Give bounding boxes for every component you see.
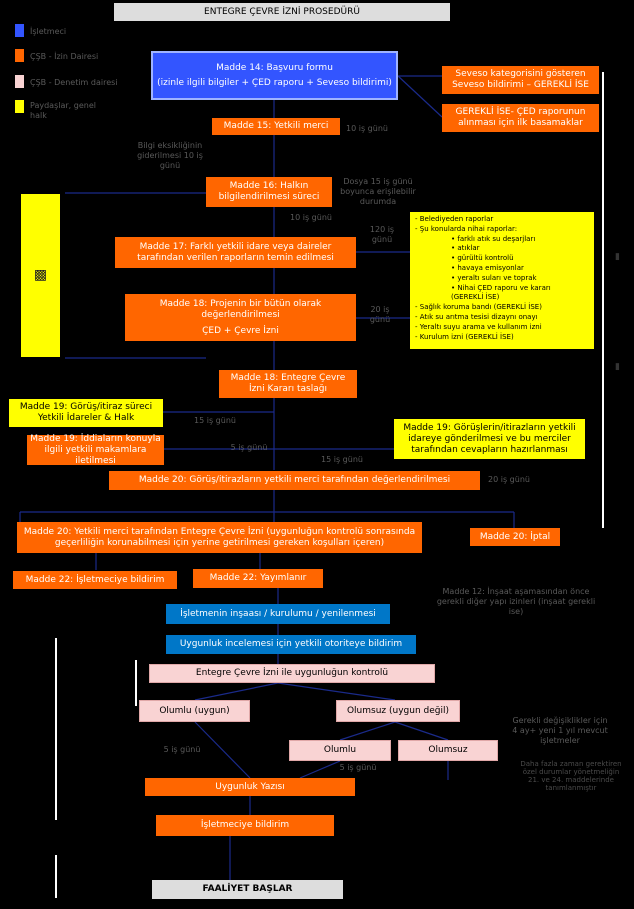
conformity-check-box: Entegre Çevre İzni ile uygunluğun kontro… <box>149 664 435 683</box>
legend-label-operator: İşletmeci <box>30 27 67 36</box>
reports-list-item: - Kurulum izni (GEREKLİ İSE) <box>415 332 514 341</box>
legend-swatch-inspection-dept <box>15 75 24 88</box>
madde-17-box: Madde 17: Farklı yetkili idare veya dair… <box>115 237 356 268</box>
madde-18-assessment-title: Madde 18: Projenin bir bütün olarak değe… <box>159 298 322 320</box>
reports-list-item: • Nihai ÇED raporu ve kararı <box>451 283 551 292</box>
label-10-days-b: 10 iş günü <box>290 213 332 222</box>
reports-list-item: • farklı atık su deşarjları <box>451 234 536 243</box>
label-120-days: 120 iş günü <box>369 225 395 244</box>
madde-19-objection-box: Madde 19: Görüş/itiraz süreci Yetkili İd… <box>9 399 163 427</box>
reports-list-item: - Şu konularda nihai raporlar: <box>415 224 518 233</box>
stakeholder-bar: ▩ <box>21 194 60 357</box>
ced-first-steps-box: GEREKLİ İSE- ÇED raporunun alınması için… <box>442 104 599 132</box>
label-20-days: 20 iş günü <box>369 305 391 324</box>
legend-label-stakeholders: Paydaşlar, genel halk <box>30 101 96 120</box>
legend-label-permit-dept: ÇŞB - İzin Dairesi <box>30 52 99 61</box>
label-15-days-a: 15 iş günü <box>194 416 236 425</box>
madde-20-permit-box: Madde 20: Yetkili merci tarafından Enteg… <box>17 522 422 553</box>
madde-16-box: Madde 16: Halkın bilgilendirilmesi sürec… <box>206 177 332 207</box>
reports-list-item: • havaya emisyonlar <box>451 263 524 272</box>
reports-list-item: (GEREKLİ İSE) <box>451 293 500 302</box>
reports-list: - Belediyeden raporlar - Şu konularda ni… <box>410 212 594 349</box>
construction-box: İşletmenin inşaası / kurulumu / yenilenm… <box>166 604 390 624</box>
legend-label-inspection-dept: ÇŞB - Denetim dairesi <box>30 78 118 87</box>
label-5-days-a: 5 iş günü <box>230 443 268 452</box>
conformity-notice-box: Uygunluk incelemesi için yetkili otorite… <box>166 635 416 654</box>
madde-14-box: Madde 14: Başvuru formu (izinle ilgili b… <box>151 51 398 100</box>
reports-list-item: - Yeraltı suyu arama ve kullanım izni <box>415 322 542 331</box>
madde-19-forward-box: Madde 19: İddiaların konuyla ilgili yetk… <box>27 434 164 466</box>
label-missing-info: Bilgi eksikliğinin giderilmesi 10 iş gün… <box>137 141 203 170</box>
label-file-available: Dosya 15 iş günü boyunca erişilebilir du… <box>340 177 416 206</box>
label-20-days-b: 20 iş günü <box>488 475 530 484</box>
reports-list-item: - Atık su arıtma tesisi dizaynı onayı <box>415 312 538 321</box>
right-side-icon-top: ▮ <box>615 252 620 262</box>
reports-list-item: - Belediyeden raporlar <box>415 215 494 223</box>
reports-list-item: • gürültü kontrolü <box>451 254 514 263</box>
madde-18-assessment-detail: ÇED + Çevre İzni <box>202 325 279 336</box>
madde-20-cancel-box: Madde 20: İptal <box>470 528 560 546</box>
operator-notify-box: İşletmeciye bildirim <box>156 815 334 836</box>
label-5-days-c: 5 iş günü <box>339 763 377 772</box>
label-5-days-b: 5 iş günü <box>163 745 201 754</box>
madde-22-notify-box: Madde 22: İşletmeciye bildirim <box>13 571 177 589</box>
seveso-box: Seveso kategorisini gösteren Seveso bild… <box>442 66 599 94</box>
negative-recheck-box: Olumsuz <box>398 740 498 761</box>
reports-list-item: • atıklar <box>451 244 480 253</box>
madde-20-evaluation-box: Madde 20: Görüş/itirazların yetkili merc… <box>109 471 480 490</box>
legend-swatch-stakeholders <box>15 100 24 113</box>
madde-18-assessment-box: Madde 18: Projenin bir bütün olarak değe… <box>125 294 356 341</box>
madde-22-publish-box: Madde 22: Yayımlanır <box>193 569 323 588</box>
positive-result-box: Olumlu (uygun) <box>139 700 250 722</box>
operation-starts-box: FAALİYET BAŞLAR <box>152 880 343 899</box>
legend-swatch-permit-dept <box>15 49 24 62</box>
madde-15-box: Madde 15: Yetkili merci <box>212 118 340 135</box>
positive-recheck-box: Olumlu <box>289 740 391 761</box>
right-side-icon-bottom: ▮ <box>615 362 620 372</box>
label-10-days: 10 iş günü <box>346 124 388 133</box>
madde-14-title: Madde 14: Başvuru formu <box>216 62 333 73</box>
reports-list-item: - Sağlık koruma bandı (GEREKLİ İSE) <box>415 303 542 312</box>
madde-19-responses-box: Madde 19: Görüşlerin/itirazların yetkili… <box>394 419 585 459</box>
label-required-changes: Gerekli değişiklikler için 4 ay+ yeni 1 … <box>512 716 608 745</box>
label-15-days-b: 15 iş günü <box>321 455 363 464</box>
car-icon: ▩ <box>33 267 48 283</box>
madde-14-detail: (izinle ilgili bilgiler + ÇED raporu + S… <box>157 77 392 88</box>
legend-swatch-operator <box>15 24 24 37</box>
negative-result-box: Olumsuz (uygun değil) <box>336 700 460 722</box>
conformity-letter-box: Uygunluk Yazısı <box>145 778 355 796</box>
reports-list-item: • yeraltı suları ve toprak <box>451 273 537 282</box>
madde-18-draft-box: Madde 18: Entegre Çevre İzni Kararı tasl… <box>219 370 357 398</box>
label-madde-12: Madde 12: İnşaat aşamasından önce gerekl… <box>436 587 596 616</box>
page-title: ENTEGRE ÇEVRE İZNİ PROSEDÜRÜ <box>114 3 450 21</box>
label-special-cases: Daha fazla zaman gerektiren özel durumla… <box>520 760 622 792</box>
